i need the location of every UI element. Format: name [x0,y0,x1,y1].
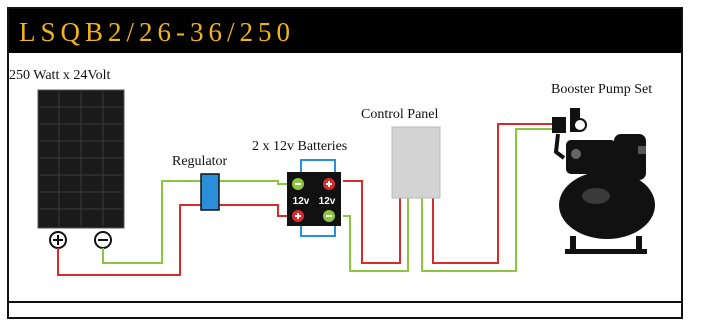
battery-pack [287,159,341,237]
pump-label: Booster Pump Set [551,82,653,97]
control-panel-box [391,126,441,199]
diagram-title: LSQB2/26-36/250 [19,17,296,47]
regulator-box [200,173,220,211]
panel-positive-terminal-icon [49,231,67,249]
bottom-divider [9,301,681,303]
title-bar: LSQB2/26-36/250 [9,9,681,53]
panel-spec-label: 250 Watt x 24Volt [9,68,111,83]
solar-panel [37,89,125,229]
battery-1-voltage: 12v [293,196,310,207]
control-panel-label: Control Panel [361,107,439,122]
positive-wires [57,123,552,276]
batteries-label: 2 x 12v Batteries [252,139,348,154]
negative-wires [102,128,552,272]
booster-pump-icon [552,108,655,254]
regulator-label: Regulator [172,154,228,169]
panel-negative-terminal-icon [94,231,112,249]
battery-2-voltage: 12v [319,196,336,207]
